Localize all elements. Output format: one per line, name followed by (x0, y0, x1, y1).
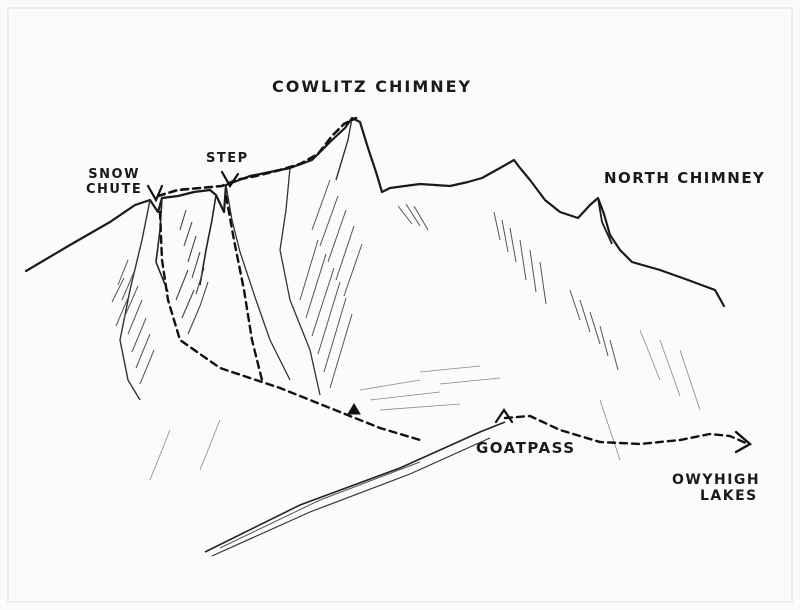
route-goat-pass (503, 414, 750, 446)
moraine-line-3 (219, 461, 421, 549)
label-snow-chute: SNOW CHUTE (86, 167, 143, 198)
north-chimney-edge (597, 197, 613, 245)
route-summit (156, 116, 358, 198)
goat-pass-arrow (494, 408, 514, 424)
hatching-left (111, 259, 155, 385)
ridge-line (24, 116, 726, 308)
paper-edge (7, 7, 793, 603)
middle-buttress (225, 184, 291, 381)
label-lakes: LAKES (700, 488, 758, 504)
label-owyhigh: OWYHIGH (672, 472, 761, 488)
label-step: STEP (206, 151, 249, 166)
label-chute: CHUTE (86, 181, 143, 197)
cowlitz-spire-edge (335, 117, 353, 181)
label-goat-pass: GOATPASS (476, 439, 576, 457)
hatching-right (397, 203, 619, 371)
label-snow: SNOW (88, 167, 140, 182)
step-arrow (220, 170, 240, 189)
moraine-line-2 (211, 437, 491, 557)
route-step (224, 194, 264, 382)
moraine-line (204, 421, 506, 553)
gully-edge (279, 167, 321, 396)
label-cowlitz-chimney: COWLITZ CHIMNEY (272, 77, 473, 96)
hatching-center (299, 179, 363, 389)
snow-chute-arrow (146, 184, 164, 203)
step-wall (199, 194, 217, 286)
route-snow-chute (158, 210, 422, 442)
camp-marker-icon (347, 403, 361, 415)
hatching-chute (175, 209, 209, 335)
label-north-chimney: NORTH CHIMNEY (604, 169, 766, 187)
slope-shading (149, 329, 701, 481)
lakes-arrow (734, 430, 753, 454)
